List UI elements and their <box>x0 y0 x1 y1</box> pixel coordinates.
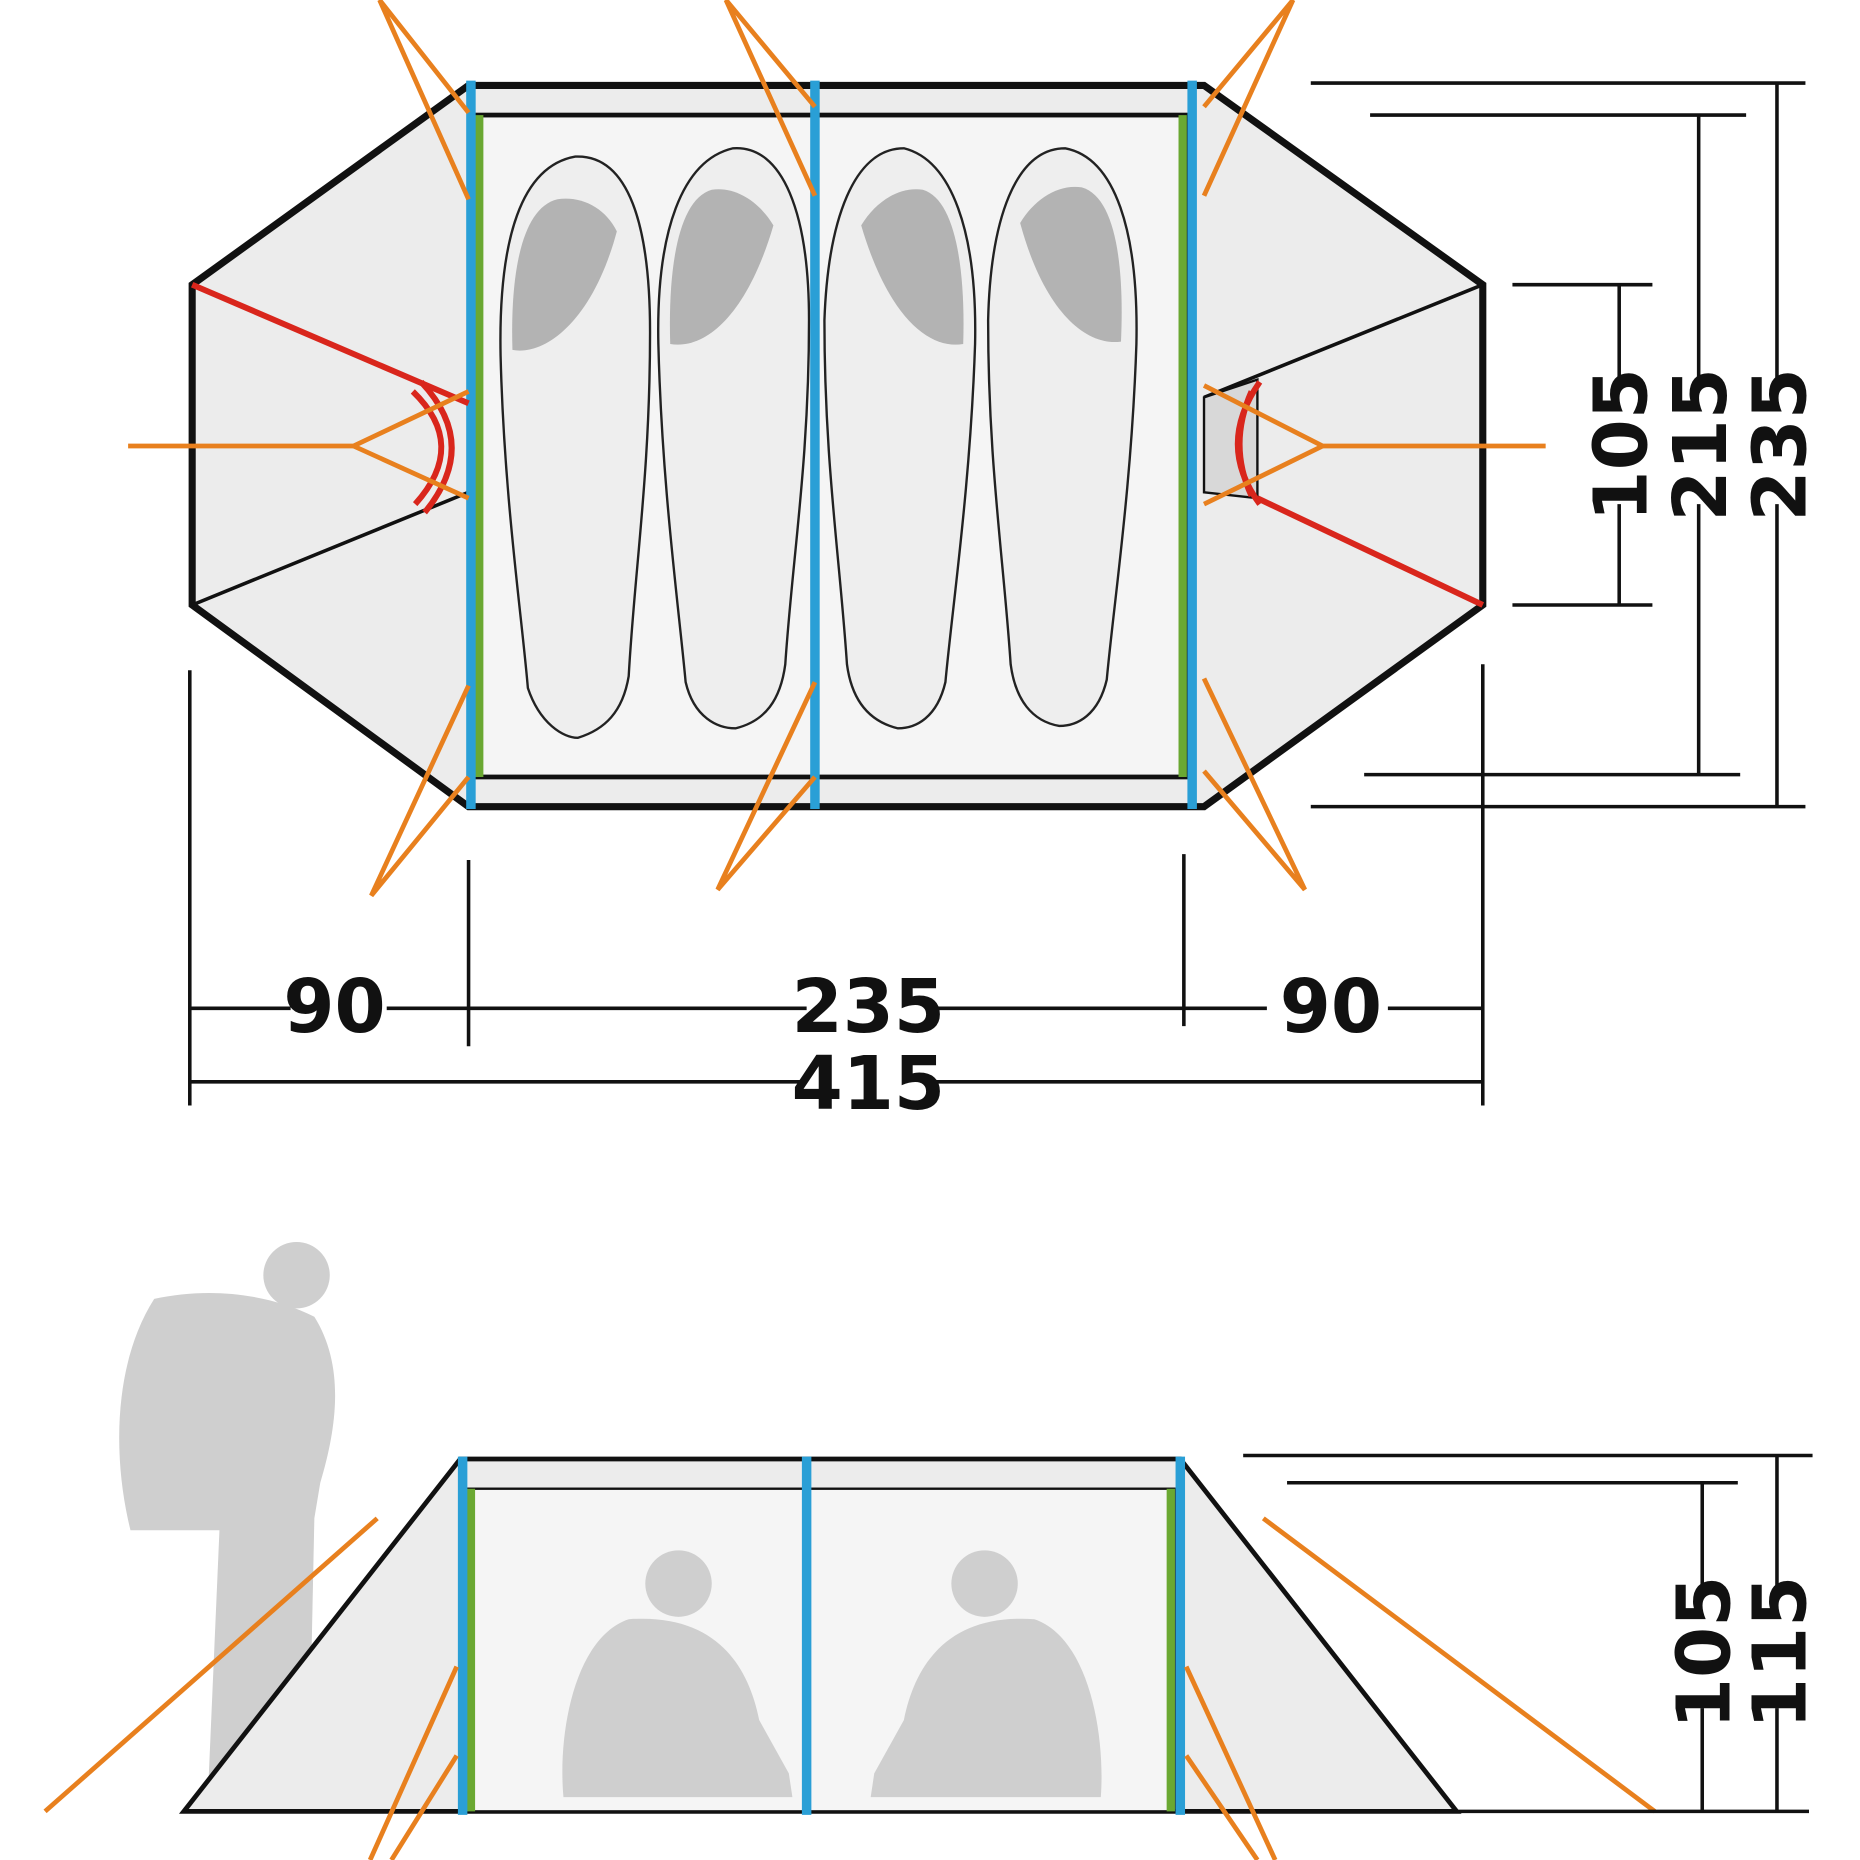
width-dimensions: 90 235 90 415 <box>188 664 1485 1127</box>
outer-depth-label: 235 <box>1738 368 1823 522</box>
sleeping-bag-3 <box>823 147 977 730</box>
top-view: 90 235 90 415 105 215 235 <box>128 0 1823 1127</box>
left-vestibule-width-label: 90 <box>283 965 385 1050</box>
sitting-person-right <box>870 1550 1102 1798</box>
backpacker-silhouette <box>119 1241 336 1804</box>
side-view: 105 115 <box>43 1241 1823 1860</box>
door-width-label: 105 <box>1579 368 1664 522</box>
sleeping-bag-2 <box>657 147 811 730</box>
right-vestibule-width-label: 90 <box>1280 965 1382 1050</box>
total-length-label: 415 <box>792 1042 946 1127</box>
side-guy-lines <box>43 1516 1657 1860</box>
sleeping-bags <box>499 147 1138 740</box>
sleeping-bag-1 <box>499 155 652 740</box>
sitting-person-left <box>562 1550 793 1798</box>
outer-height-label: 115 <box>1738 1576 1823 1729</box>
inner-depth-label: 215 <box>1659 368 1744 522</box>
guy-lines <box>128 0 1546 898</box>
inner-width-label: 235 <box>792 965 946 1050</box>
door-zips <box>190 281 1485 608</box>
sleeping-bag-4 <box>986 147 1138 728</box>
height-dimensions: 105 115 <box>1243 1453 1823 1814</box>
inner-height-label: 105 <box>1663 1576 1748 1729</box>
depth-dimensions: 105 215 235 <box>1310 81 1823 809</box>
